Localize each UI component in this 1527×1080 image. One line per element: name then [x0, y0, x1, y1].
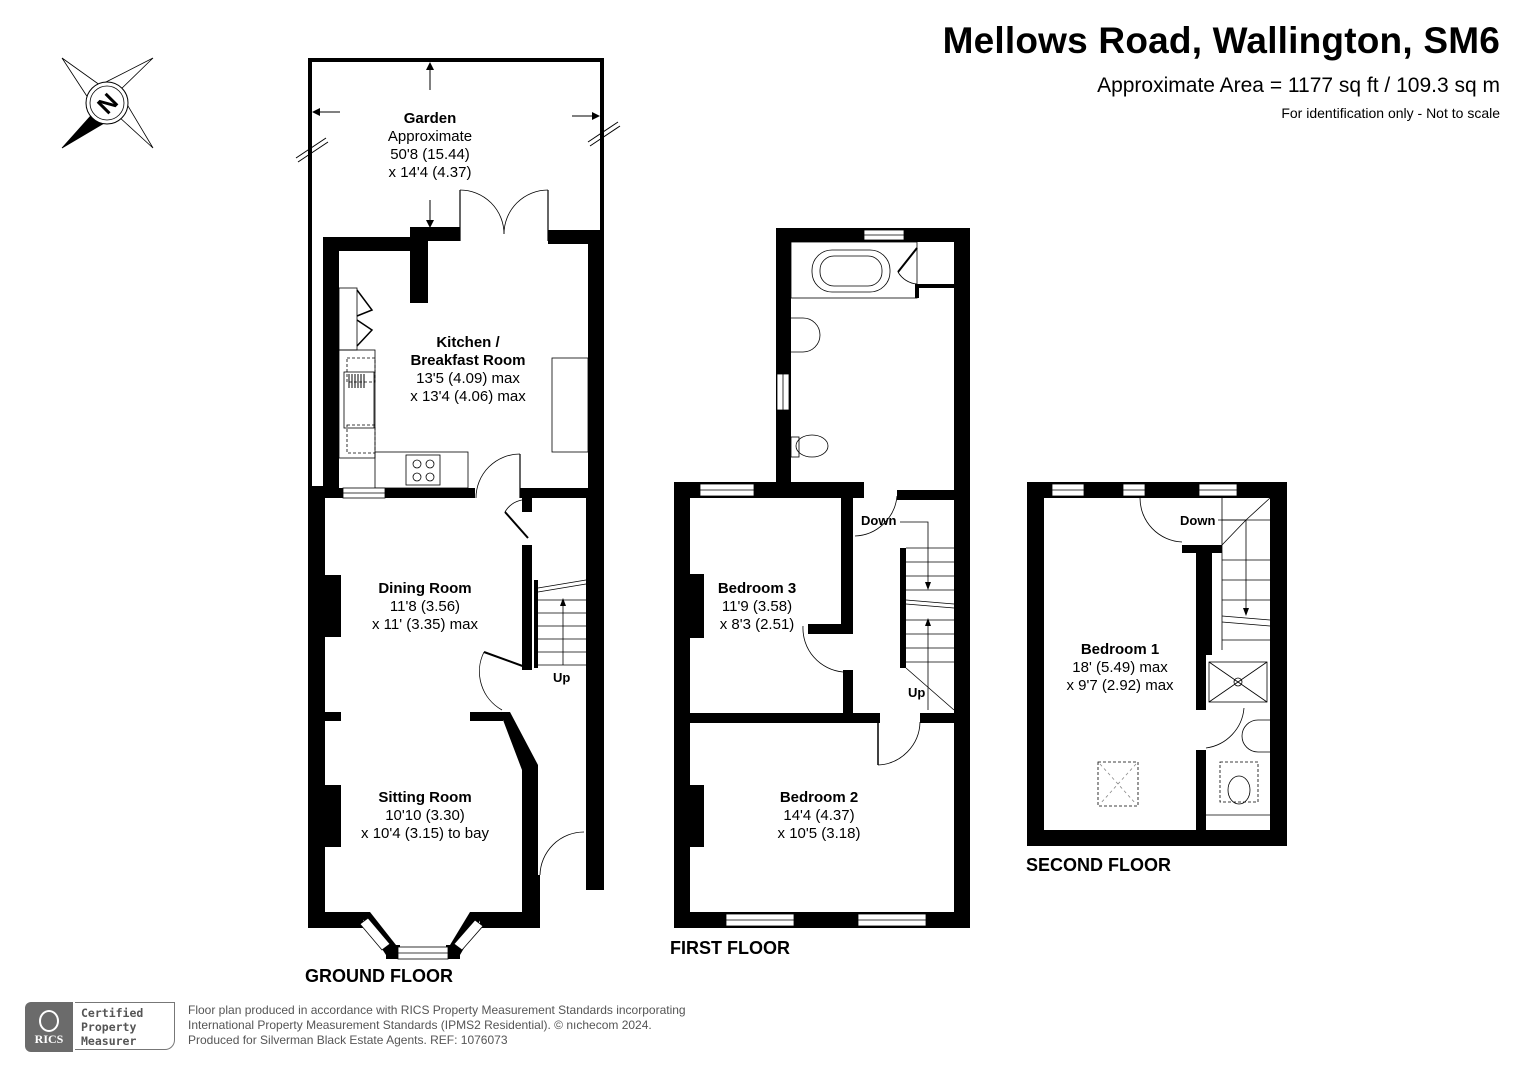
stairs-down-label: Down [861, 513, 897, 528]
badge-line: Property [81, 1020, 137, 1034]
room-detail: Approximate [387, 128, 473, 145]
room-label-bedroom-3: Bedroom 3 11'9 (3.58) x 8'3 (2.51) [718, 580, 796, 634]
badge-line: Measurer [81, 1034, 137, 1048]
footer-line: Floor plan produced in accordance with R… [188, 1003, 686, 1017]
stairs-down-label: Down [1180, 513, 1216, 528]
footer-line: International Property Measurement Stand… [188, 1018, 652, 1032]
floor-label-second: SECOND FLOOR [1026, 855, 1172, 875]
room-dimension: x 13'4 (4.06) max [410, 388, 526, 405]
property-title: Mellows Road, Wallington, SM6 [942, 20, 1500, 61]
room-name: Garden [403, 110, 457, 127]
rics-logo: RICS [25, 1002, 73, 1052]
room-label-kitchen: Kitchen / Breakfast Room 13'5 (4.09) max… [410, 334, 525, 406]
room-name: Dining Room [378, 580, 472, 597]
room-dimension: 10'10 (3.30) [385, 807, 465, 824]
room-name: Bedroom 3 [717, 580, 797, 597]
room-name: Bedroom 2 [779, 789, 859, 806]
stairs-up-label: Up [553, 670, 571, 685]
room-dimension: x 14'4 (4.37) [388, 164, 472, 181]
footer-line: Produced for Silverman Black Estate Agen… [188, 1033, 508, 1047]
room-dimension: x 8'3 (2.51) [719, 616, 795, 633]
room-label-sitting-room: Sitting Room 10'10 (3.30) x 10'4 (3.15) … [361, 789, 489, 843]
second-floor-plan [1027, 482, 1287, 846]
room-dimension: 11'8 (3.56) [389, 598, 461, 615]
stairs-up-label: Up [908, 685, 926, 700]
floor-label-ground: GROUND FLOOR [305, 966, 453, 986]
rics-certified-badge: RICS Certified Property Measurer [25, 1002, 177, 1052]
ground-floor-plan [295, 58, 621, 960]
footer-disclaimer: Floor plan produced in accordance with R… [188, 1003, 686, 1048]
first-floor-plan [674, 228, 970, 928]
room-name: Sitting Room [378, 789, 472, 806]
certified-measurer-box: Certified Property Measurer [75, 1002, 175, 1050]
room-dimension: 14'4 (4.37) [783, 807, 855, 824]
room-name: Kitchen / [436, 334, 500, 351]
room-name: Bedroom 1 [1080, 641, 1160, 658]
room-dimension: 18' (5.49) max [1072, 659, 1168, 676]
room-name-line2: Breakfast Room [410, 352, 526, 369]
rics-lion-icon [39, 1010, 59, 1032]
floor-label-first: FIRST FLOOR [670, 938, 790, 958]
room-dimension: 50'8 (15.44) [390, 146, 470, 163]
compass-north-icon: N [61, 57, 154, 149]
room-label-bedroom-2: Bedroom 2 14'4 (4.37) x 10'5 (3.18) [778, 789, 861, 843]
rics-logo-text: RICS [34, 1032, 64, 1046]
room-label-bedroom-1: Bedroom 1 18' (5.49) max x 9'7 (2.92) ma… [1066, 641, 1173, 695]
approximate-area: Approximate Area = 1177 sq ft / 109.3 sq… [1097, 74, 1500, 97]
room-dimension: x 9'7 (2.92) max [1066, 677, 1174, 694]
room-label-dining-room: Dining Room 11'8 (3.56) x 11' (3.35) max [372, 580, 478, 634]
room-dimension: 11'9 (3.58) [721, 598, 793, 615]
disclaimer-note: For identification only - Not to scale [1281, 105, 1500, 121]
room-label-garden: Garden Approximate 50'8 (15.44) x 14'4 (… [388, 110, 472, 182]
room-dimension: x 10'5 (3.18) [777, 825, 861, 842]
badge-line: Certified [81, 1006, 144, 1020]
room-dimension: 13'5 (4.09) max [416, 370, 520, 387]
room-dimension: x 11' (3.35) max [372, 616, 478, 633]
room-dimension: x 10'4 (3.15) to bay [361, 825, 489, 842]
